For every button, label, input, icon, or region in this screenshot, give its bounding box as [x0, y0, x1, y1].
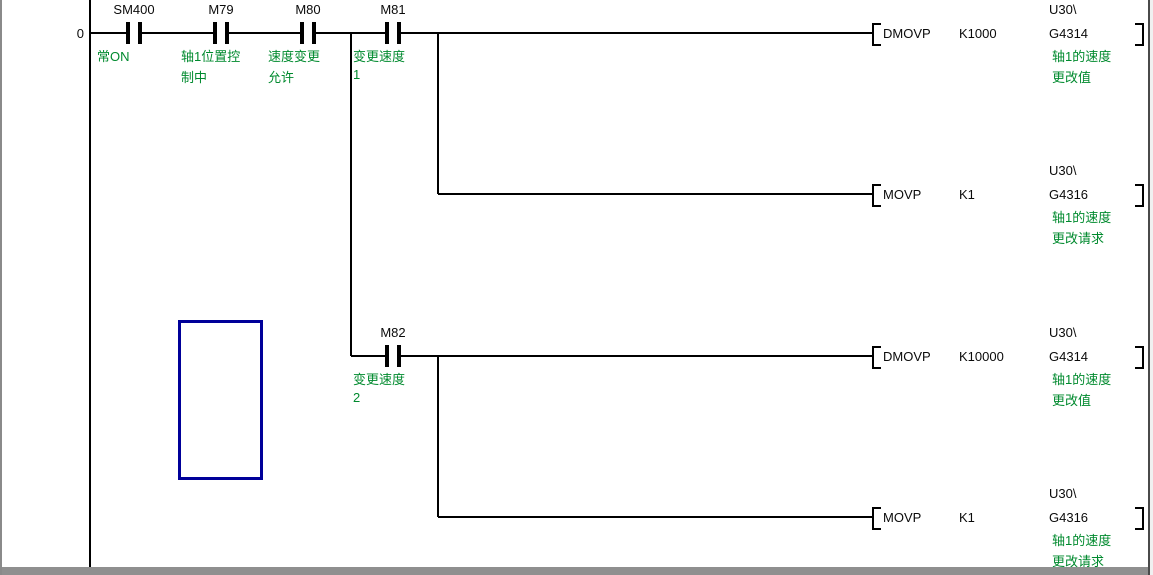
contact-comment-m82-line2: 2	[353, 390, 361, 405]
instr1-left-bracket	[872, 23, 881, 46]
contact-label-sm400[interactable]: SM400	[113, 2, 155, 17]
instr3-device-prefix: U30\	[1049, 325, 1077, 340]
instr4-mnemonic[interactable]: MOVP	[883, 510, 922, 525]
contact-label-m80[interactable]: M80	[295, 2, 321, 17]
instr1-comment-line2: 更改值	[1052, 70, 1092, 85]
contact-comment-m81-line1: 变更速度	[353, 49, 406, 64]
contact-label-m81[interactable]: M81	[380, 2, 406, 17]
instr3-comment-line2: 更改值	[1052, 393, 1092, 408]
instr1-right-bracket	[1135, 23, 1144, 46]
contact-comment-m79-line2: 制中	[181, 70, 208, 85]
instr4-comment-line2: 更改请求	[1052, 554, 1105, 569]
instr2-comment-line2: 更改请求	[1052, 231, 1105, 246]
instr4-comment-line1: 轴1的速度	[1052, 533, 1112, 548]
contact-comment-m80-line1: 速度变更	[268, 49, 321, 64]
instr3-device[interactable]: G4314	[1049, 349, 1089, 364]
contact-m81[interactable]	[384, 22, 401, 44]
contact-comment-m82-line1: 变更速度	[353, 372, 406, 387]
contact-m79[interactable]	[213, 22, 230, 44]
instr2-right-bracket	[1135, 184, 1144, 207]
contact-comment-m79-line1: 轴1位置控	[181, 49, 241, 64]
instr1-operand[interactable]: K1000	[959, 26, 997, 41]
contact-comment-sm400: 常ON	[97, 49, 130, 64]
instr1-comment-line1: 轴1的速度	[1052, 49, 1112, 64]
instr2-left-bracket	[872, 184, 881, 207]
window-border-bottom	[0, 567, 1153, 575]
instr4-device-prefix: U30\	[1049, 486, 1077, 501]
rung-number: 0	[76, 26, 84, 41]
contact-label-m79[interactable]: M79	[208, 2, 234, 17]
contact-m80[interactable]	[299, 22, 316, 44]
instr1-device-prefix: U30\	[1049, 2, 1077, 17]
window-border-right	[1148, 0, 1150, 575]
contact-m82[interactable]	[384, 345, 401, 367]
instr3-mnemonic[interactable]: DMOVP	[883, 349, 931, 364]
instr4-device[interactable]: G4316	[1049, 510, 1089, 525]
edit-cursor[interactable]	[178, 320, 263, 480]
instr2-device-prefix: U30\	[1049, 163, 1077, 178]
instr2-mnemonic[interactable]: MOVP	[883, 187, 922, 202]
instr3-operand[interactable]: K10000	[959, 349, 1004, 364]
window-border-left	[0, 0, 2, 575]
contact-comment-m80-line2: 允许	[268, 70, 295, 85]
contact-comment-m81-line2: 1	[353, 67, 361, 82]
instr3-left-bracket	[872, 346, 881, 369]
instr4-right-bracket	[1135, 507, 1144, 530]
instr3-right-bracket	[1135, 346, 1144, 369]
instr2-comment-line1: 轴1的速度	[1052, 210, 1112, 225]
window-border-right-edge	[1150, 0, 1153, 575]
instr1-mnemonic[interactable]: DMOVP	[883, 26, 931, 41]
instr1-device[interactable]: G4314	[1049, 26, 1089, 41]
instr3-comment-line1: 轴1的速度	[1052, 372, 1112, 387]
instr2-device[interactable]: G4316	[1049, 187, 1089, 202]
instr4-operand[interactable]: K1	[959, 510, 975, 525]
contact-sm400[interactable]	[126, 22, 143, 44]
contact-label-m82[interactable]: M82	[380, 325, 406, 340]
instr4-left-bracket	[872, 507, 881, 530]
instr2-operand[interactable]: K1	[959, 187, 975, 202]
